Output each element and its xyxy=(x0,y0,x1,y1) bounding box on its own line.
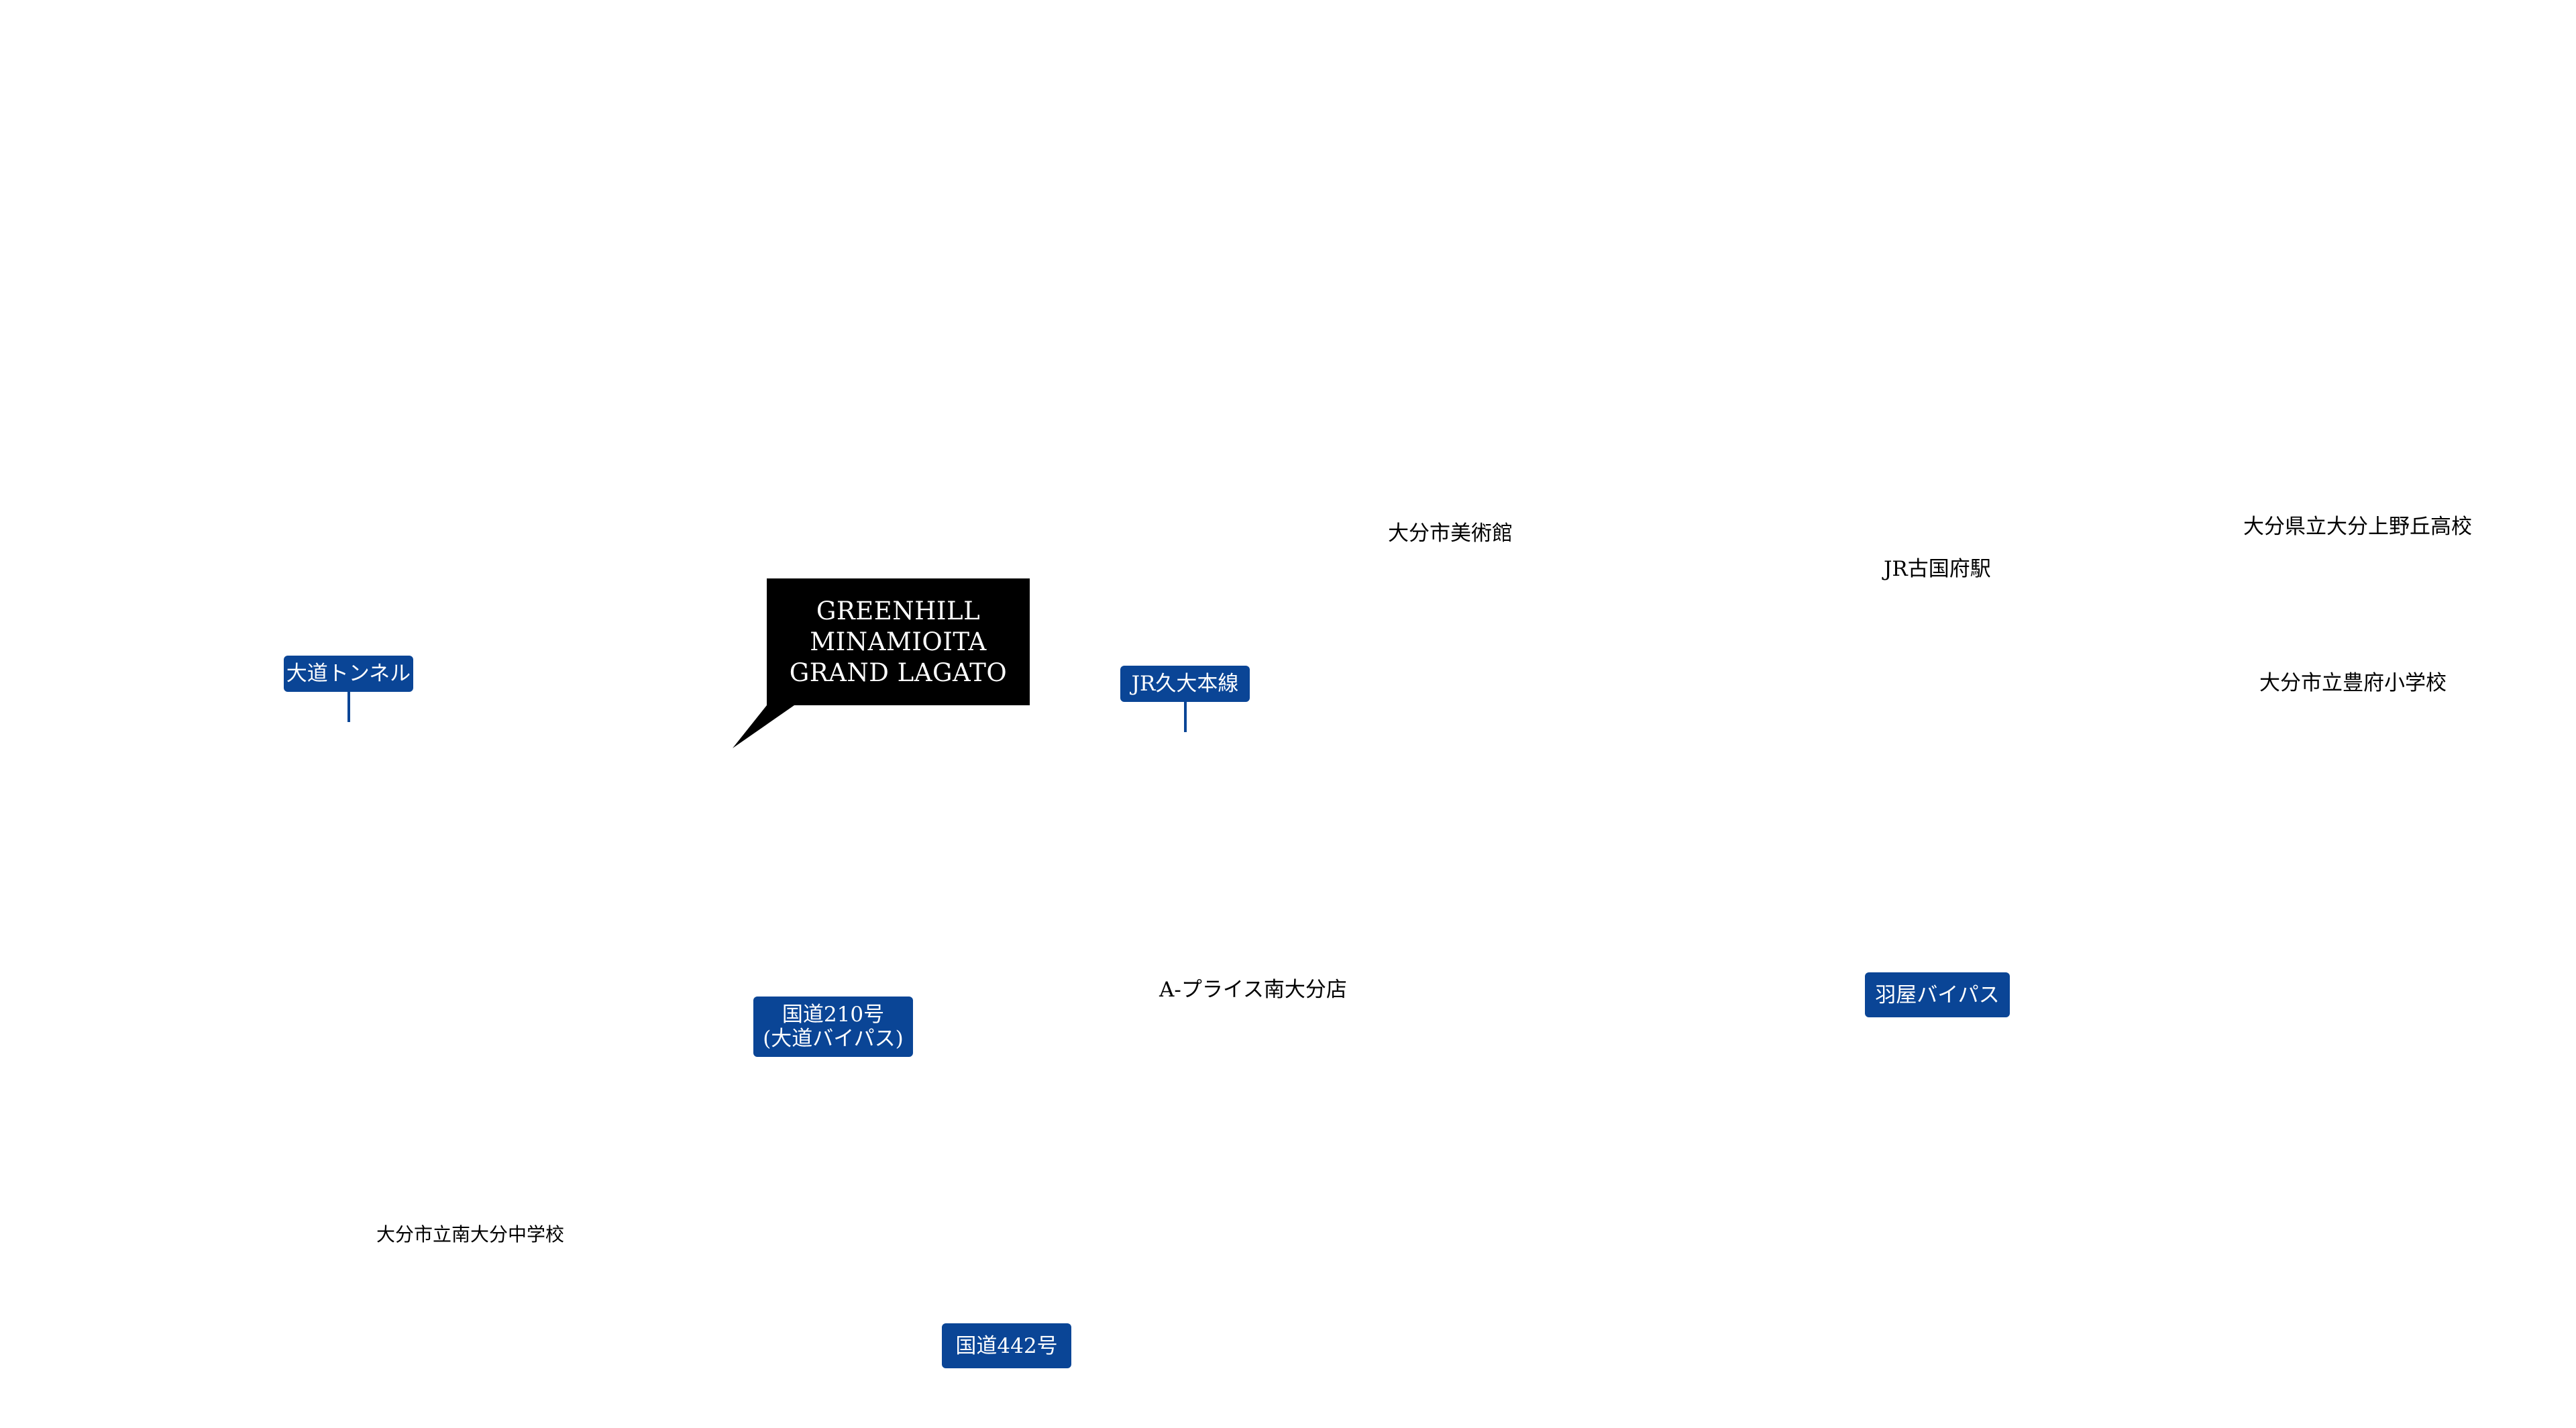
road-label-jr-line: JR久大本線 xyxy=(1120,666,1250,702)
road-label-route210-line1: 国道210号 xyxy=(782,1003,885,1027)
road-label-tunnel-stem xyxy=(347,692,350,722)
road-label-haneya-bypass-text: 羽屋バイパス xyxy=(1875,982,2000,1007)
road-label-jr-line-stem xyxy=(1184,702,1187,732)
road-label-tunnel: 大道トンネル xyxy=(284,656,413,692)
property-marker[interactable]: GREENHILL MINAMIOITA GRAND LAGATO xyxy=(733,578,1030,748)
landmark-jr-station: JR古国府駅 xyxy=(1884,557,1991,581)
landmark-junior-high: 大分市立南大分中学校 xyxy=(376,1223,565,1245)
road-label-route210: 国道210号 (大道バイパス) xyxy=(753,997,913,1057)
landmark-store: A-プライス南大分店 xyxy=(1159,978,1347,1002)
property-name-line-1: GREENHILL xyxy=(816,596,981,625)
property-name-box: GREENHILL MINAMIOITA GRAND LAGATO xyxy=(767,578,1030,705)
landmark-high-school: 大分県立大分上野丘高校 xyxy=(2243,515,2472,539)
callout-pointer-icon xyxy=(733,705,794,748)
road-label-route442-text: 国道442号 xyxy=(955,1333,1058,1358)
road-label-haneya-bypass: 羽屋バイパス xyxy=(1865,972,2010,1017)
property-name-line-2: MINAMIOITA xyxy=(810,627,987,656)
property-name-line-3: GRAND LAGATO xyxy=(789,658,1008,687)
road-label-route210-line2: (大道バイパス) xyxy=(763,1027,904,1051)
landmark-elementary-school: 大分市立豊府小学校 xyxy=(2259,671,2447,695)
landmark-art-museum: 大分市美術館 xyxy=(1388,521,1513,546)
road-label-route442: 国道442号 xyxy=(942,1323,1071,1368)
road-label-tunnel-text: 大道トンネル xyxy=(286,662,411,686)
road-label-jr-line-text: JR久大本線 xyxy=(1131,672,1239,696)
